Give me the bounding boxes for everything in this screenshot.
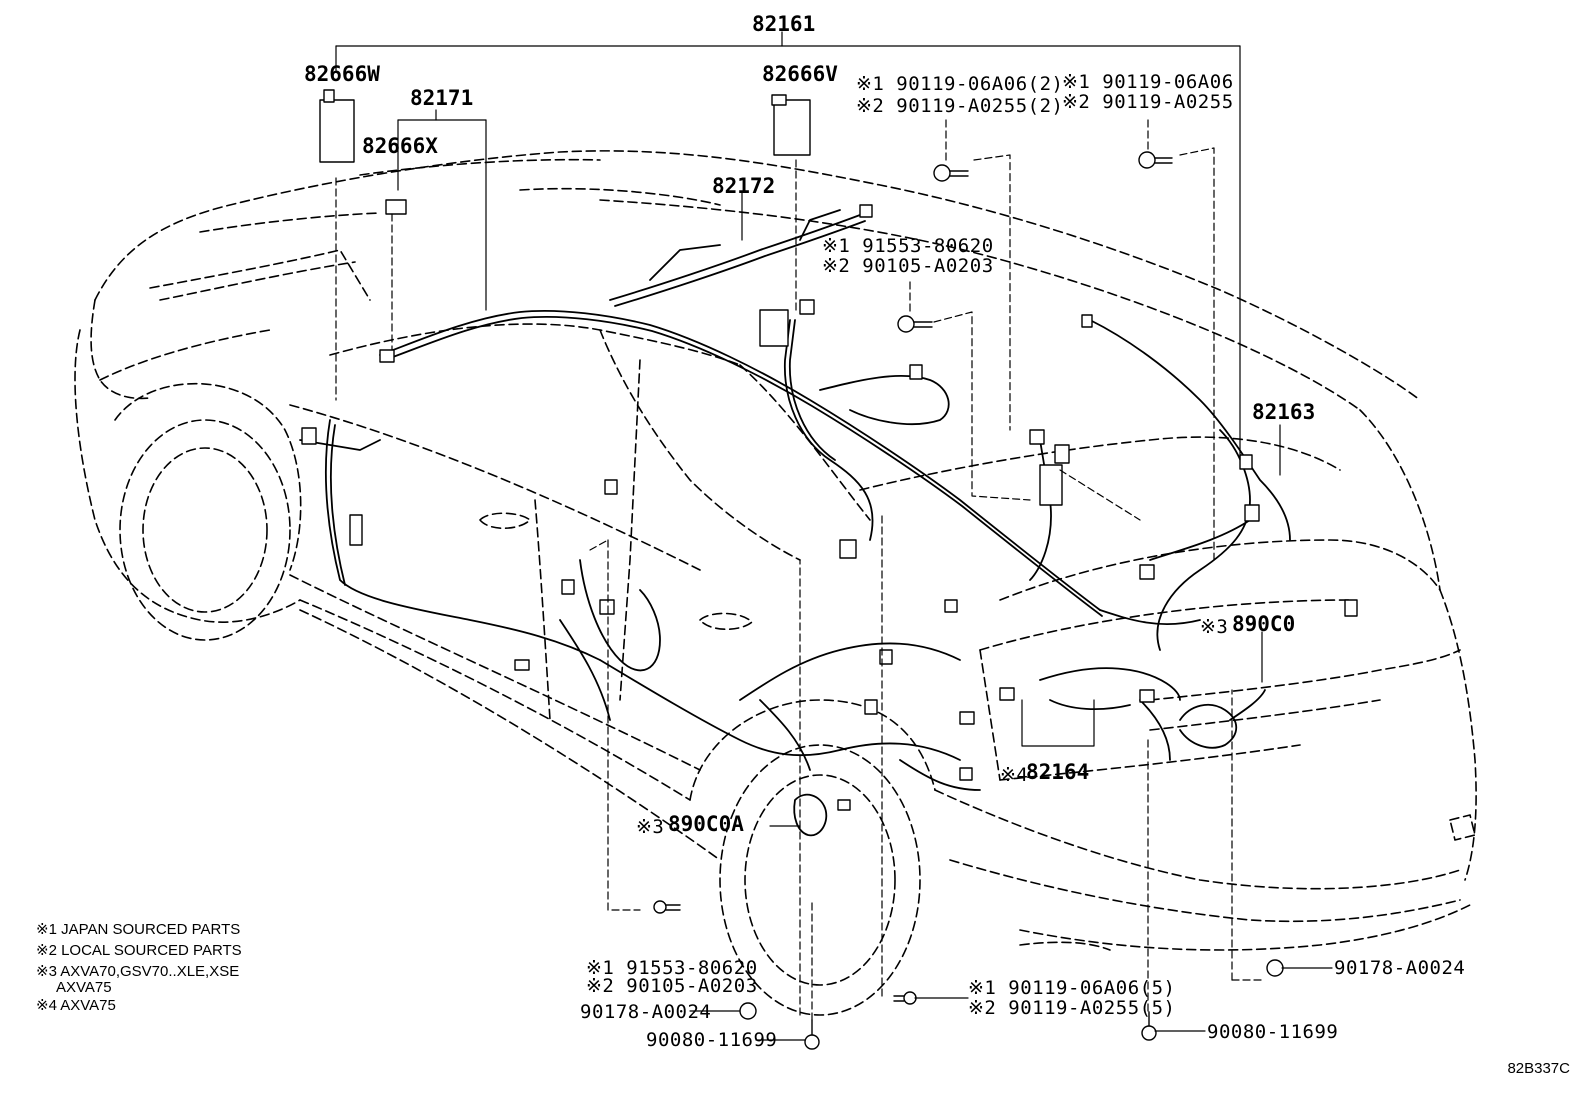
- car-body: [74, 150, 1477, 1016]
- callout-top-right-1: ※1 90119-06A06: [1062, 71, 1234, 93]
- figure-code: 82B337C: [1507, 1060, 1570, 1077]
- label-82172: 82172: [712, 174, 776, 198]
- callout-top-mid-1: ※1 90119-06A06(2): [856, 73, 1064, 95]
- callout-mid-2: ※2 90105-A0203: [822, 255, 994, 277]
- label-82164: 82164: [1026, 760, 1090, 784]
- callout-mid-1: ※1 91553-80620: [822, 235, 994, 257]
- label-82666w: 82666W: [304, 62, 380, 86]
- note-2: ※2 LOCAL SOURCED PARTS: [36, 942, 242, 959]
- dashed-reference-lines: [335, 119, 1266, 1021]
- label-82163: 82163: [1252, 400, 1316, 424]
- label-82171: 82171: [410, 86, 474, 110]
- note-4: ※4 AXVA75: [36, 997, 116, 1014]
- marker-4: ※4: [1000, 764, 1029, 786]
- callout-bottom-mid-2: ※2 90119-A0255(5): [968, 997, 1176, 1019]
- label-82666x: 82666X: [362, 134, 438, 158]
- callout-top-mid-2: ※2 90119-A0255(2): [856, 95, 1064, 117]
- label-82666v: 82666V: [762, 62, 838, 86]
- callout-clip-left: 90178-A0024: [580, 1001, 712, 1023]
- note-1: ※1 JAPAN SOURCED PARTS: [36, 921, 241, 938]
- callout-bottom-left-2: ※2 90105-A0203: [586, 975, 758, 997]
- label-890c0: 890C0: [1232, 612, 1296, 636]
- fasteners: [653, 151, 1284, 1050]
- label-890c0a: 890C0A: [668, 812, 744, 836]
- wire-harness: [299, 209, 1291, 837]
- marker-3-left: ※3: [636, 816, 665, 838]
- connectors: [301, 89, 1358, 811]
- label-82161: 82161: [752, 12, 816, 36]
- callout-bolt-right: 90080-11699: [1207, 1021, 1339, 1043]
- callout-bottom-mid-1: ※1 90119-06A06(5): [968, 977, 1176, 999]
- callout-bottom-left-1: ※1 91553-80620: [586, 957, 758, 979]
- leader-lines: [335, 31, 1333, 1041]
- callout-clip-right: 90178-A0024: [1334, 957, 1466, 979]
- marker-3-right: ※3: [1200, 616, 1229, 638]
- note-3-cont: AXVA75: [36, 979, 112, 996]
- callout-top-right-2: ※2 90119-A0255: [1062, 91, 1234, 113]
- callout-bolt-left: 90080-11699: [646, 1029, 778, 1051]
- note-3: ※3 AXVA70,GSV70..XLE,XSE: [36, 963, 240, 980]
